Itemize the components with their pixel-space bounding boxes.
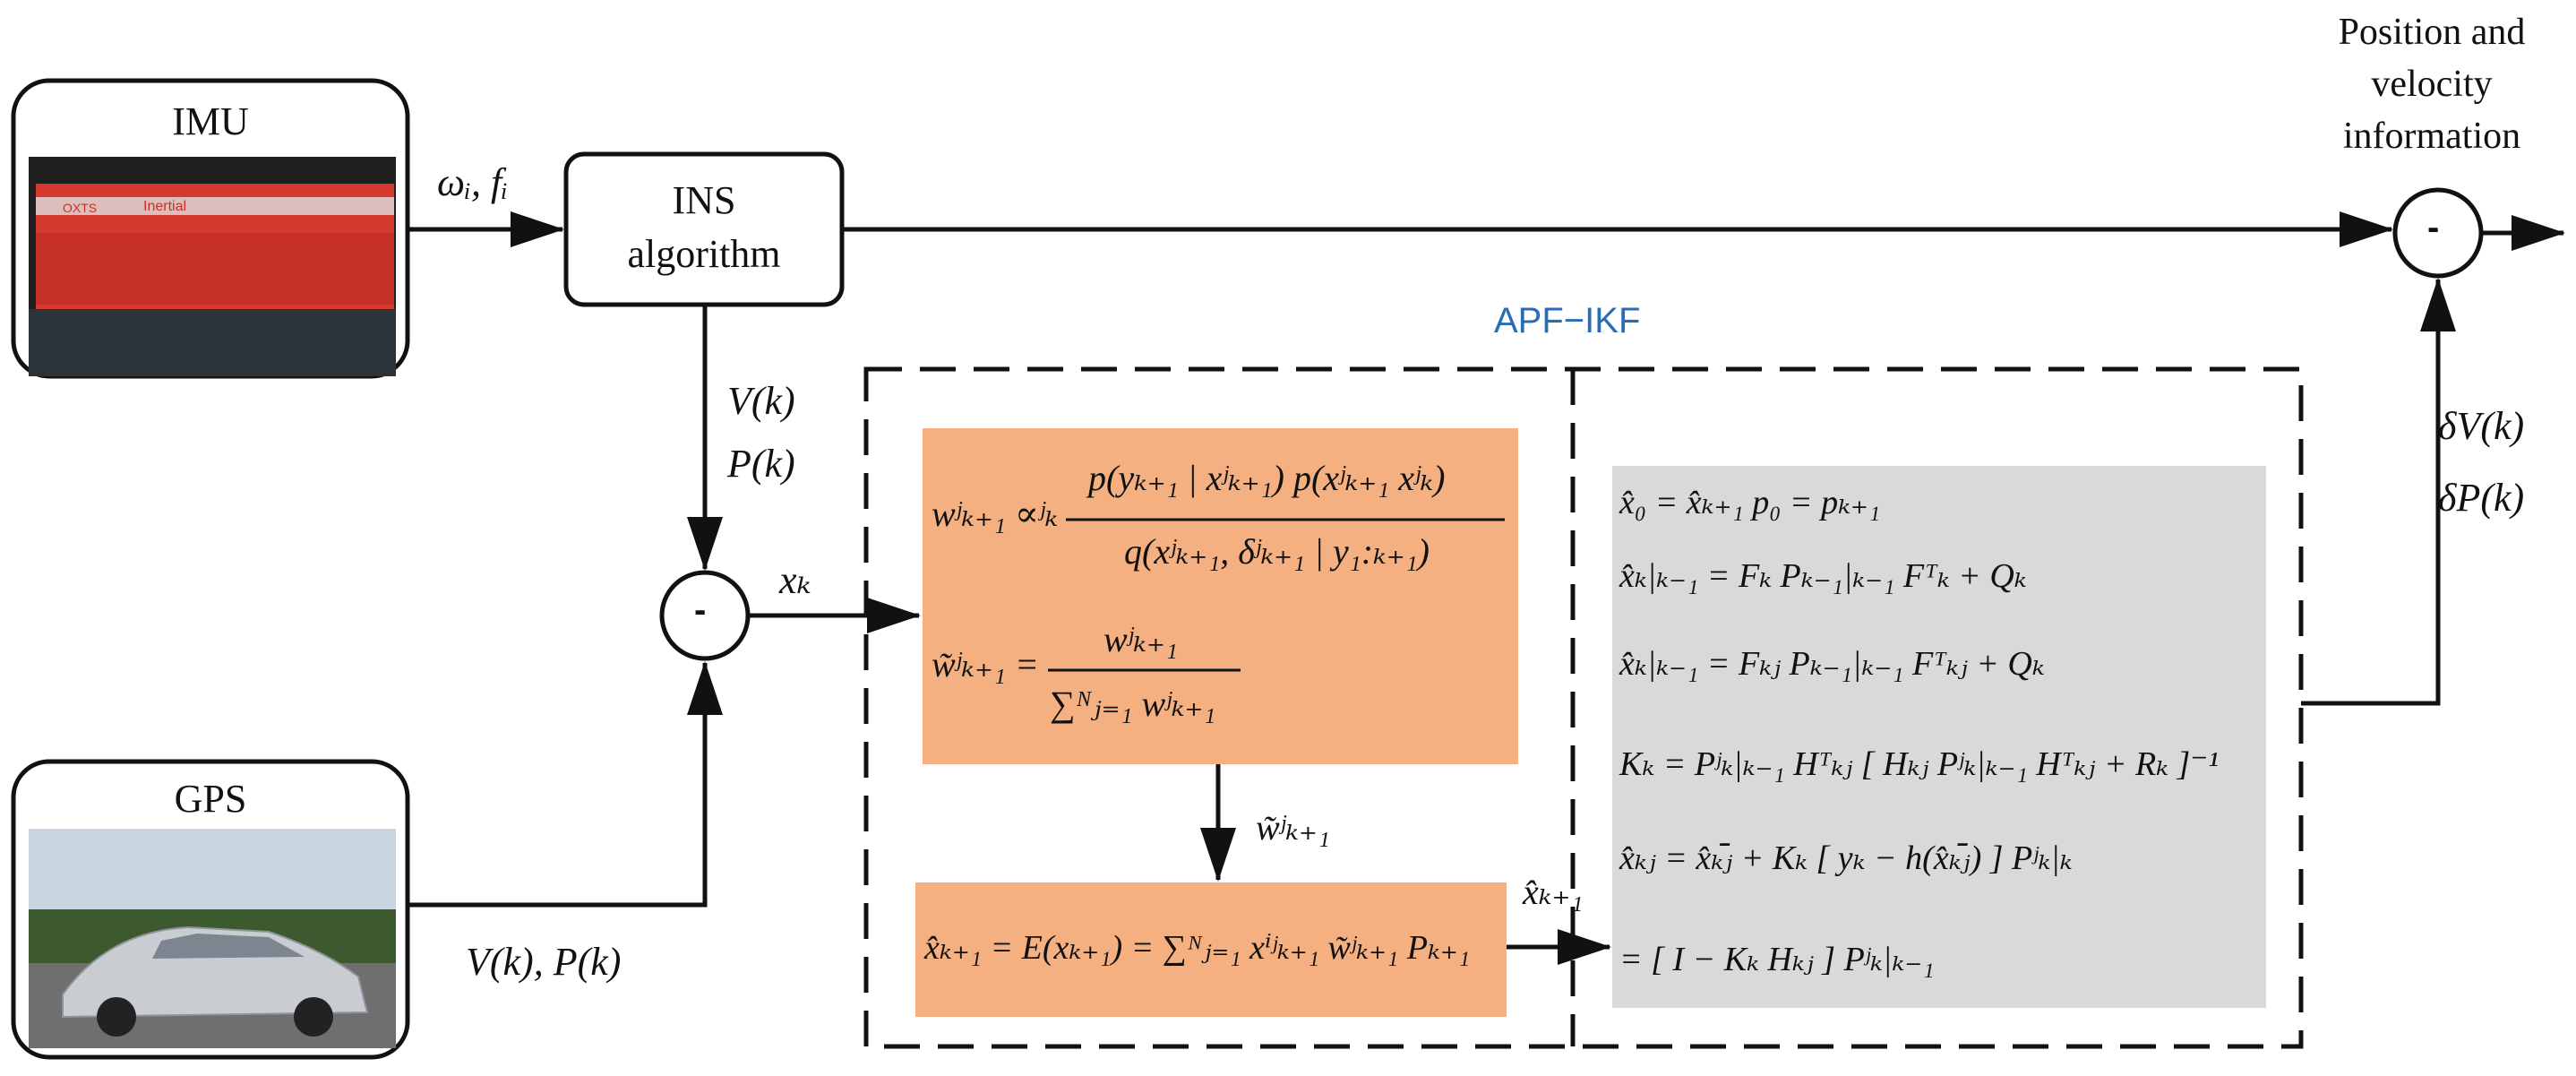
imu-title: IMU	[172, 99, 249, 143]
eq2-denominator: ∑ᴺⱼ₌₁ wʲₖ₊₁	[1050, 684, 1216, 724]
ikf-eq1: x̂₀ = x̂ₖ₊₁ p₀ = pₖ₊₁	[1619, 484, 1881, 521]
estimate-equation: x̂ₖ₊₁ = E(xₖ₊₁) = ∑ᴺⱼ₌₁ xⁱʲₖ₊₁ w̃ʲₖ₊₁ Pₖ…	[924, 929, 1471, 967]
delta-v-label: δV(k)	[2438, 404, 2525, 448]
delta-p-label: δP(k)	[2438, 476, 2525, 520]
apf-ikf-title: APF−IKF	[1494, 301, 1641, 340]
gray-ikf-box	[1612, 466, 2266, 1008]
gps-photo	[29, 829, 396, 1048]
ins-output-v-label: V(k)	[727, 379, 795, 423]
imu-photo: OXTS Inertial	[29, 157, 396, 376]
ikf-eq6: = [ I − Kₖ Hₖⱼ ] Pʲₖ|ₖ₋₁	[1619, 941, 1935, 978]
sum-right-minus: -	[2427, 208, 2440, 247]
eq2-numerator: wʲₖ₊₁	[1103, 619, 1178, 659]
w-tilde-label: w̃ʲₖ₊₁	[1256, 807, 1330, 848]
ins-output-p-label: P(k)	[727, 442, 795, 486]
ikf-eq3: x̂ₖ|ₖ₋₁ = Fₖⱼ Pₖ₋₁|ₖ₋₁ Fᵀₖⱼ + Qₖ	[1619, 645, 2045, 683]
eq1-denominator: q(xʲₖ₊₁, δʲₖ₊₁ | y₁:ₖ₊₁)	[1124, 531, 1430, 572]
ikf-eq2: x̂ₖ|ₖ₋₁ = Fₖ Pₖ₋₁|ₖ₋₁ Fᵀₖ + Qₖ	[1619, 557, 2027, 595]
eq1-numerator: p(yₖ₊₁ | xʲₖ₊₁) p(xʲₖ₊₁ xʲₖ)	[1088, 458, 1446, 498]
gps-to-sum-arrow	[408, 661, 723, 908]
ins-title-line2: algorithm	[627, 232, 781, 276]
sum-left-minus: -	[694, 590, 707, 630]
output-label-line1: Position and	[2338, 12, 2526, 53]
svg-text:OXTS: OXTS	[63, 201, 97, 215]
orange-weight-box	[923, 428, 1518, 764]
svg-text:Inertial: Inertial	[143, 199, 186, 214]
output-label-line3: information	[2342, 116, 2521, 157]
ikf-eq5: x̂ₖⱼ = x̂ₖⱼ̄ + Kₖ [ yₖ − h(x̂ₖⱼ̄) ] Pʲₖ|…	[1619, 839, 2073, 877]
xk-label: xₖ	[779, 558, 811, 602]
ins-title-line1: INS	[672, 178, 736, 222]
orange-estimate-box	[915, 882, 1507, 1017]
apf-ikf-dashed-box	[863, 366, 2304, 1049]
output-label-line2: velocity	[2371, 64, 2493, 105]
x-hat-label: x̂ₖ₊₁	[1523, 872, 1584, 912]
gps-title: GPS	[174, 777, 247, 821]
eq1-lhs: wʲₖ₊₁ ∝ʲₖ	[932, 494, 1059, 534]
eq2-lhs: w̃ʲₖ₊₁ =	[932, 644, 1039, 684]
ikf-eq4: Kₖ = Pʲₖ|ₖ₋₁ Hᵀₖⱼ [ Hₖⱼ Pʲₖ|ₖ₋₁ Hᵀₖⱼ + R…	[1619, 745, 2219, 783]
gps-output-label: V(k), P(k)	[466, 940, 622, 984]
imu-output-label: ωᵢ, fᵢ	[437, 160, 509, 204]
ikf-to-sum-right-arrow	[2301, 278, 2456, 706]
